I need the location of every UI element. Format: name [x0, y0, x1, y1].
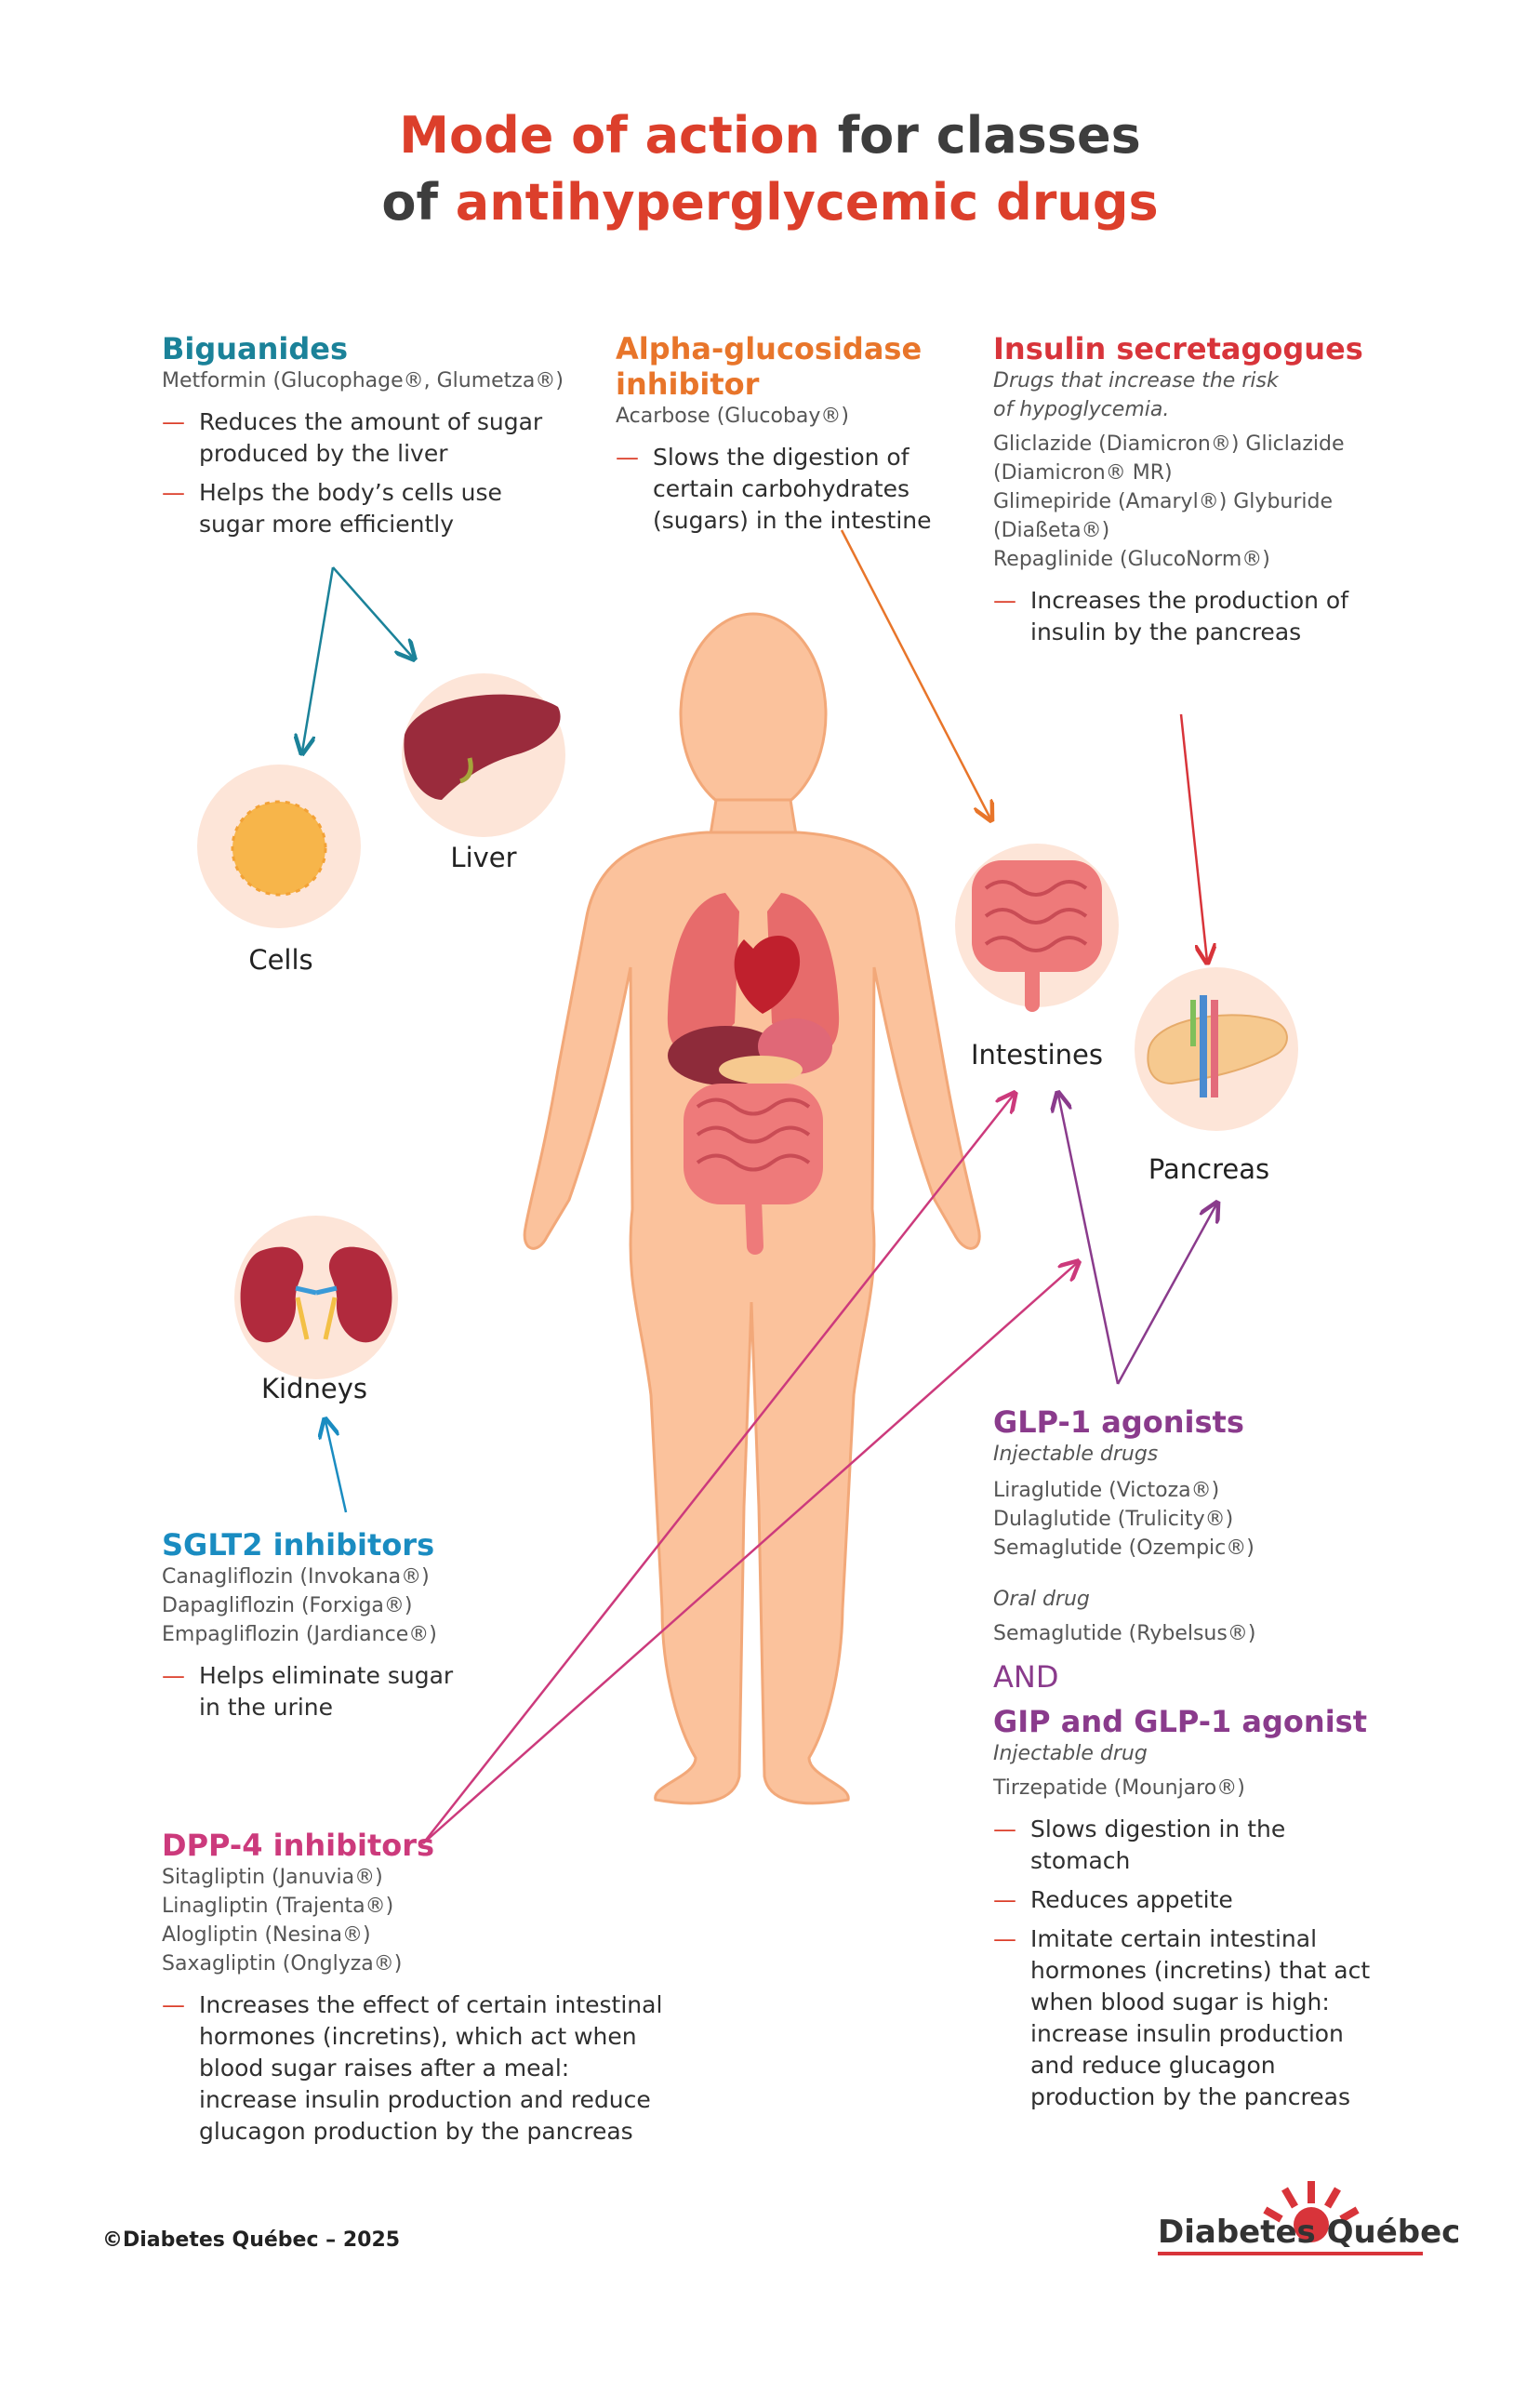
pancreas-icon — [1147, 995, 1288, 1097]
sglt2-drugs: Canagliflozin (Invokana®) Dapagliflozin … — [162, 1565, 437, 1646]
effect-item: —Increases the production of insulin by … — [993, 587, 1349, 645]
section-biguanides: Biguanides Metformin (Glucophage®, Glume… — [162, 331, 571, 548]
section-insulin-secretagogues: Insulin secretagogues Drugs that increas… — [993, 331, 1384, 656]
copyright: ©Diabetes Québec – 2025 — [102, 2228, 401, 2252]
section-sglt2: SGLT2 inhibitors Canagliflozin (Invokana… — [162, 1527, 515, 1731]
intestines-icon — [972, 860, 1102, 1012]
arrow-glp1-intestines — [1058, 1095, 1120, 1385]
label-intestines: Intestines — [970, 1039, 1103, 1071]
secretagogues-drugs: Gliclazide (Diamicron®) Gliclazide (Diam… — [993, 432, 1345, 571]
effect-item: —Imitate certain intestinal hormones (in… — [993, 1925, 1371, 2110]
gip-note: Injectable drug — [993, 1742, 1148, 1765]
gip-effects: —Slows digestion in the stomach —Reduces… — [993, 1814, 1384, 2113]
body-pancreas — [719, 1056, 803, 1084]
biguanides-drug: Metformin (Glucophage®, Glumetza®) — [162, 369, 564, 392]
sglt2-title: SGLT2 inhibitors — [162, 1527, 435, 1563]
effect-item: —Helps the body’s cells use sugar more e… — [162, 479, 502, 538]
glp1-oral-drug: Semaglutide (Rybelsus®) — [993, 1622, 1256, 1645]
arrow-sglt2-kidneys — [325, 1421, 348, 1513]
title-line-2: of antihyperglycemic drugs — [381, 173, 1159, 232]
effect-item: —Reduces appetite — [993, 1886, 1233, 1913]
arrow-dpp4-intestines — [422, 1095, 1014, 1844]
logo-text: Diabetes Québec — [1158, 2214, 1461, 2251]
body-lungs — [667, 893, 840, 1053]
glp1-note: Injectable drugs — [993, 1443, 1159, 1466]
alpha-title: Alpha-glucosidase inhibitor — [616, 331, 923, 402]
label-cells: Cells — [248, 944, 313, 976]
effect-item: —Reduces the amount of sugar produced by… — [162, 408, 543, 467]
secretagogues-note: Drugs that increase the risk of hypoglyc… — [993, 369, 1279, 421]
alpha-drug: Acarbose (Glucobay®) — [616, 405, 849, 428]
cells-icon — [232, 802, 325, 895]
label-kidneys: Kidneys — [261, 1373, 367, 1404]
arrow-secretagogues-pancreas — [1179, 713, 1207, 961]
glp1-oral-note: Oral drug — [993, 1588, 1090, 1611]
arrow-alpha-intestines — [840, 529, 990, 818]
body-heart — [734, 935, 801, 1014]
alpha-effects: —Slows the digestion of certain carbohyd… — [616, 442, 950, 537]
body-intestines — [684, 1084, 823, 1255]
arrow-glp1-pancreas — [1116, 1204, 1216, 1385]
effect-item: —Helps eliminate sugar in the urine — [162, 1662, 454, 1721]
gip-title: GIP and GLP-1 agonist — [993, 1704, 1367, 1739]
arrow-biguanides-liver — [332, 566, 413, 658]
glp1-drugs: Liraglutide (Victoza®) Dulaglutide (Trul… — [993, 1479, 1255, 1560]
dpp4-drugs: Sitagliptin (Januvia®) Linagliptin (Traj… — [162, 1866, 403, 1975]
glp1-title: GLP-1 agonists — [993, 1404, 1244, 1440]
effect-item: —Increases the effect of certain intesti… — [162, 1991, 663, 2145]
label-pancreas: Pancreas — [1148, 1153, 1270, 1185]
biguanides-effects: —Reduces the amount of sugar produced by… — [162, 406, 571, 540]
page-title: Mode of action for classes of antihyperg… — [0, 102, 1540, 236]
biguanides-title: Biguanides — [162, 331, 349, 366]
and-label: AND — [993, 1659, 1059, 1695]
effect-item: —Slows the digestion of certain carbohyd… — [616, 444, 932, 534]
arrow-dpp4-pancreas — [422, 1263, 1077, 1844]
secretagogues-effects: —Increases the production of insulin by … — [993, 585, 1384, 648]
kidneys-icon — [240, 1246, 392, 1343]
diabetes-quebec-logo-mark — [1158, 2181, 1423, 2255]
effect-item: —Slows digestion in the stomach — [993, 1816, 1286, 1874]
arrow-biguanides-cells — [302, 566, 335, 752]
section-dpp4: DPP-4 inhibitors Sitagliptin (Januvia®) … — [162, 1828, 664, 2155]
sglt2-effects: —Helps eliminate sugar in the urine — [162, 1660, 515, 1723]
section-alpha-glucosidase: Alpha-glucosidase inhibitor Acarbose (Gl… — [616, 331, 950, 544]
secretagogues-title: Insulin secretagogues — [993, 331, 1363, 366]
gip-drug: Tirzepatide (Mounjaro®) — [993, 1776, 1245, 1800]
liver-icon — [404, 694, 561, 800]
section-glp1: GLP-1 agonists Injectable drugs Liraglut… — [993, 1404, 1384, 2121]
title-line-1: Mode of action for classes — [399, 106, 1141, 165]
label-liver: Liver — [450, 842, 517, 873]
human-body — [523, 612, 981, 1805]
dpp4-title: DPP-4 inhibitors — [162, 1828, 435, 1863]
arrows — [302, 529, 1216, 1844]
dpp4-effects: —Increases the effect of certain intesti… — [162, 1989, 664, 2148]
